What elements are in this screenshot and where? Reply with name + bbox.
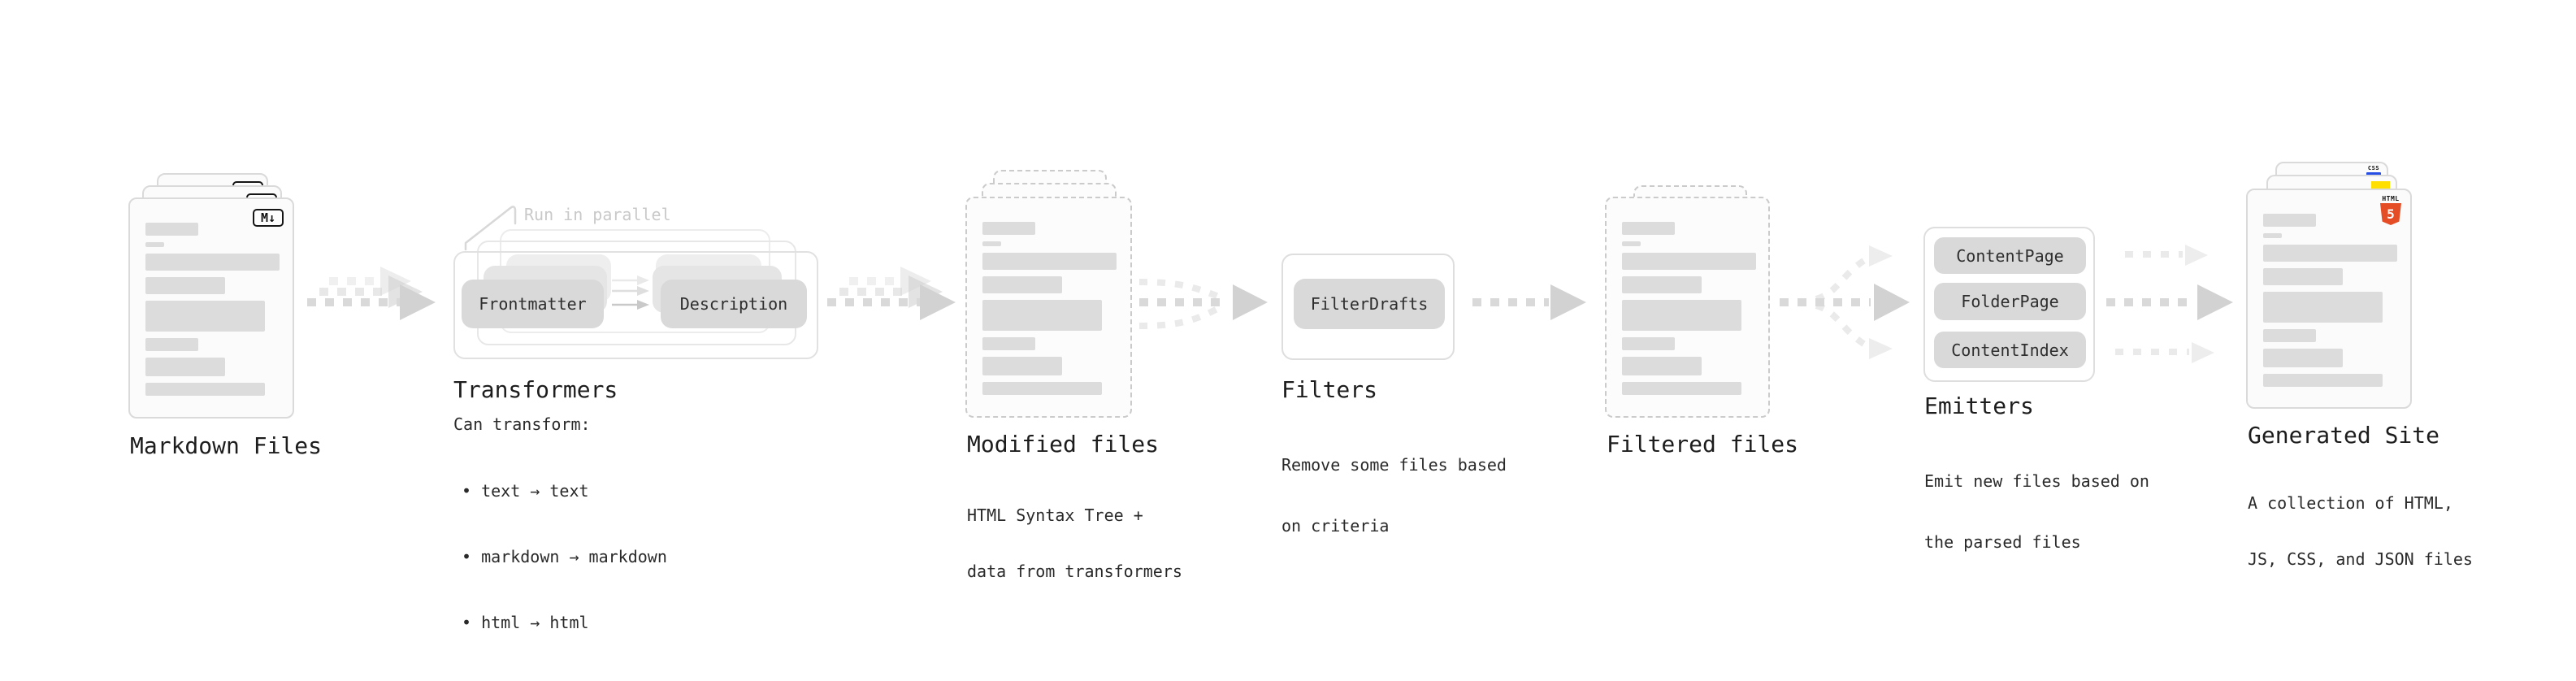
- markdown-files-label: Markdown Files: [130, 432, 323, 459]
- bullet-item: • markdown → markdown: [462, 547, 667, 566]
- arrow-filtered-to-emitters: [1780, 245, 1910, 359]
- placeholder-bar: [982, 253, 1117, 270]
- placeholder-bar: [982, 222, 1035, 235]
- bullet-item: • text → text: [462, 481, 589, 501]
- placeholder-bar: [145, 338, 198, 351]
- html5-icon: HTML 5: [2380, 195, 2401, 225]
- placeholder-bar: [1622, 222, 1675, 235]
- transformer-box-front: [453, 251, 818, 359]
- arrow-filters-to-filtered: [1472, 284, 1586, 320]
- arrow-modified-to-filters: [1138, 279, 1268, 329]
- placeholder-bar: [982, 382, 1102, 395]
- emitters-box: [1923, 227, 2095, 382]
- markdown-icon: M↓: [253, 209, 284, 227]
- file-card-front: [965, 197, 1132, 418]
- filter-pill-filterdrafts: FilterDrafts: [1294, 279, 1445, 329]
- emitters-label: Emitters: [1924, 393, 2034, 419]
- placeholder-bar: [2263, 292, 2383, 323]
- placeholder-bar: [1622, 253, 1756, 270]
- placeholder-bar: [145, 358, 225, 376]
- arrow-transformers-to-modified: [827, 267, 956, 320]
- emitter-pill-folderpage: FolderPage: [1934, 283, 2086, 320]
- filters-label: Filters: [1281, 376, 1378, 403]
- placeholder-bar: [2263, 374, 2383, 387]
- generated-site-caption: A collection of HTML, JS, CSS, and JSON …: [2248, 493, 2473, 569]
- filtered-files-label: Filtered files: [1607, 431, 1799, 458]
- placeholder-bar: [145, 223, 198, 236]
- file-content-placeholder: [1622, 222, 1756, 395]
- file-card-front: HTML 5: [2246, 189, 2412, 409]
- file-card-front: M↓: [128, 197, 294, 419]
- modified-files-label: Modified files: [967, 431, 1160, 458]
- placeholder-bar: [145, 242, 164, 247]
- bullet-item: • html → html: [462, 613, 589, 632]
- file-content-placeholder: [145, 223, 280, 396]
- transformer-pill-description: Description: [661, 280, 807, 328]
- placeholder-bar: [145, 254, 280, 271]
- transformer-pill-frontmatter: Frontmatter: [462, 280, 604, 328]
- emitters-caption: Emit new files based on the parsed files: [1924, 471, 2149, 552]
- placeholder-bar: [982, 276, 1062, 293]
- placeholder-bar: [145, 383, 265, 396]
- placeholder-bar: [2263, 233, 2282, 238]
- transformers-bullet-list: • text → text • markdown → markdown • ht…: [453, 436, 667, 678]
- placeholder-bar: [2263, 329, 2316, 342]
- filters-box: [1281, 254, 1455, 360]
- arrow-markdown-to-transformers: [307, 267, 436, 320]
- transformers-caption-title: Can transform:: [453, 414, 591, 434]
- arrow-emitters-to-generated: [2106, 245, 2233, 363]
- placeholder-bar: [2263, 268, 2343, 285]
- placeholder-bar: [1622, 357, 1702, 375]
- emitter-pill-contentindex: ContentIndex: [1934, 332, 2086, 368]
- placeholder-bar: [2263, 245, 2397, 262]
- file-card-front: [1605, 197, 1770, 418]
- placeholder-bar: [1622, 300, 1741, 331]
- placeholder-bar: [982, 357, 1062, 375]
- filters-caption: Remove some files based on criteria: [1281, 455, 1507, 536]
- placeholder-bar: [982, 241, 1001, 246]
- placeholder-bar: [145, 301, 265, 332]
- file-content-placeholder: [982, 222, 1117, 395]
- placeholder-bar: [145, 277, 225, 294]
- placeholder-bar: [2263, 349, 2343, 367]
- placeholder-bar: [1622, 382, 1741, 395]
- placeholder-bar: [1622, 276, 1702, 293]
- generated-site-label: Generated Site: [2248, 422, 2440, 449]
- placeholder-bar: [2263, 214, 2316, 227]
- placeholder-bar: [982, 337, 1035, 350]
- file-content-placeholder: [2263, 214, 2397, 387]
- javascript-icon: [2371, 181, 2390, 189]
- run-in-parallel-annotation: Run in parallel: [524, 205, 671, 224]
- placeholder-bar: [1622, 337, 1675, 350]
- transformers-label: Transformers: [453, 376, 618, 403]
- emitter-pill-contentpage: ContentPage: [1934, 237, 2086, 274]
- placeholder-bar: [1622, 241, 1641, 246]
- placeholder-bar: [982, 300, 1102, 331]
- modified-files-caption: HTML Syntax Tree + data from transformer…: [967, 505, 1182, 581]
- css3-icon: CSS: [2366, 166, 2381, 176]
